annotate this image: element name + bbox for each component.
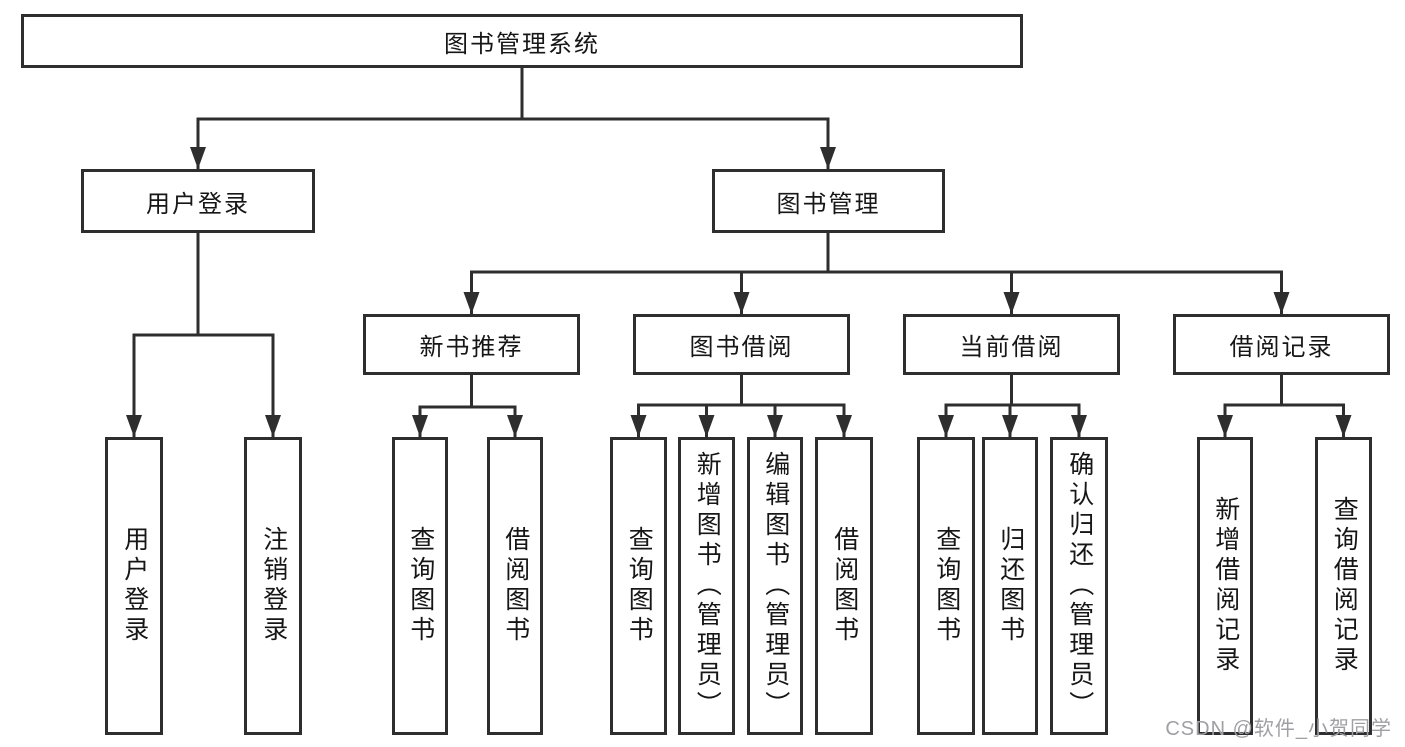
node-label: 查询借阅记录 <box>1330 496 1359 676</box>
node-library-management-system: 图书管理系统 <box>21 14 1023 68</box>
node-user-login: 用户登录 <box>81 169 315 233</box>
node-label: 用户登录 <box>120 526 149 646</box>
node-book-management: 图书管理 <box>712 169 945 233</box>
connector-current-children <box>938 375 1087 437</box>
node-label: 图书管理 <box>776 190 881 218</box>
leaf-borrow-books-recommend: 借阅图书 <box>487 437 543 735</box>
node-label: 查询图书 <box>406 526 435 646</box>
node-borrow-records: 借阅记录 <box>1173 314 1390 375</box>
leaf-add-books-admin: 新增图书（管理员） <box>678 437 735 735</box>
node-label: 编辑图书（管理员） <box>761 451 790 721</box>
leaf-edit-books-admin: 编辑图书（管理员） <box>747 437 803 735</box>
leaf-user-login: 用户登录 <box>105 437 163 735</box>
leaf-confirm-return-admin: 确认归还（管理员） <box>1050 437 1108 735</box>
csdn-watermark: CSDN @软件_小贺同学 <box>1165 718 1392 740</box>
node-new-book-recommend: 新书推荐 <box>363 314 580 375</box>
node-label: 查询图书 <box>625 526 654 646</box>
leaf-query-books-current: 查询图书 <box>917 437 975 735</box>
node-label: 借阅记录 <box>1229 334 1334 361</box>
node-label: 图书管理系统 <box>444 30 600 58</box>
node-label: 新增借阅记录 <box>1211 496 1240 676</box>
leaf-query-borrow-record: 查询借阅记录 <box>1315 437 1372 735</box>
leaf-query-books-recommend: 查询图书 <box>392 437 448 735</box>
node-label: 确认归还（管理员） <box>1065 451 1094 721</box>
connector-user-login-children <box>126 233 281 437</box>
node-label: 借阅图书 <box>830 526 859 646</box>
node-label: 当前借阅 <box>959 334 1064 361</box>
node-label: 注销登录 <box>259 526 288 646</box>
connector-new-book-children <box>412 375 523 437</box>
node-current-borrow: 当前借阅 <box>903 314 1120 375</box>
leaf-borrow-books: 借阅图书 <box>815 437 873 735</box>
leaf-logout: 注销登录 <box>244 437 302 735</box>
node-label: 借阅图书 <box>501 526 530 646</box>
connector-borrow-children <box>630 375 852 437</box>
leaf-add-borrow-record: 新增借阅记录 <box>1197 437 1253 735</box>
node-label: 归还图书 <box>996 526 1025 646</box>
node-label: 新增图书（管理员） <box>693 451 722 721</box>
connector-records-children <box>1217 375 1352 437</box>
node-book-borrow: 图书借阅 <box>633 314 850 375</box>
node-label: 图书借阅 <box>689 334 794 361</box>
leaf-query-books-borrow: 查询图书 <box>610 437 667 735</box>
node-label: 新书推荐 <box>419 334 524 361</box>
connector-root-to-level2 <box>190 68 836 169</box>
leaf-return-books: 归还图书 <box>982 437 1038 735</box>
node-label: 用户登录 <box>146 190 250 218</box>
connector-book-management-children <box>463 233 1290 314</box>
node-label: 查询图书 <box>932 526 961 646</box>
